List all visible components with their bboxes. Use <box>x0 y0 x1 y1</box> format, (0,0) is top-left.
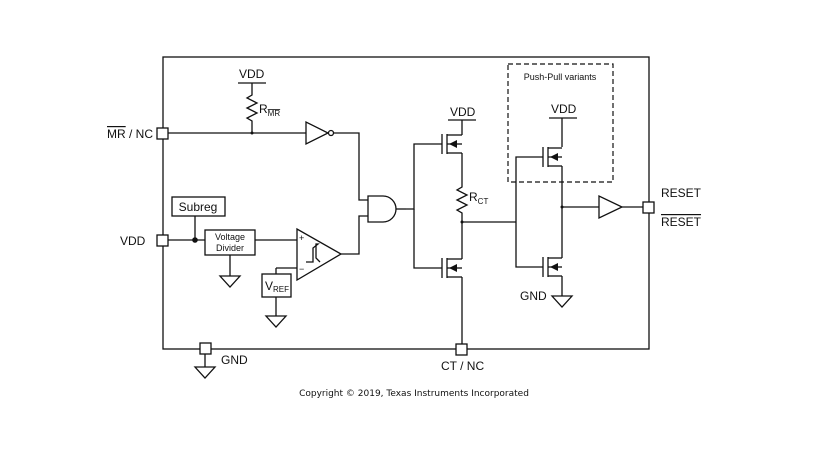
output-nmos-gate-wire <box>515 222 543 268</box>
pushpull-region: Push-Pull variants <box>507 63 614 183</box>
reset-pin: RESET RESET <box>642 186 702 229</box>
ct-pin-label: CT / NC <box>441 359 484 373</box>
rct-label: RCT <box>469 190 488 206</box>
resistor-rct: RCT <box>455 184 488 236</box>
inverter-to-and-wire <box>334 132 368 201</box>
mr-label-suffix: / NC <box>126 127 154 141</box>
mr-label-bar: MR <box>107 127 126 141</box>
vref-block: VREF <box>261 273 292 298</box>
ct-pin: CT / NC <box>441 343 484 373</box>
vdd-top-rail: VDD <box>238 67 266 92</box>
gnd-pin-ground-icon <box>193 366 217 379</box>
vdd-pin-label: VDD <box>120 234 146 248</box>
and-to-nmos-gate-wire <box>413 209 442 269</box>
divider-label-line2: Divider <box>216 243 244 253</box>
vdd-pin: VDD <box>120 234 169 248</box>
mr-pin: MR / NC <box>107 127 169 141</box>
output-pmos-transistor <box>542 147 562 167</box>
pushpull-label: Push-Pull variants <box>524 72 597 82</box>
voltage-divider-block: Voltage Divider <box>204 229 256 256</box>
pmos-transistor <box>441 134 462 154</box>
subreg-label: Subreg <box>179 200 218 214</box>
rmr-label: RMR <box>259 102 280 118</box>
output-nmos-transistor <box>542 257 562 277</box>
hysteresis-icon <box>306 243 321 263</box>
device-outline <box>162 56 650 350</box>
gnd-pin-label: GND <box>221 353 248 367</box>
reset-bar-label: RESET <box>661 215 702 229</box>
inverter-mr <box>305 120 335 146</box>
subreg-block: Subreg <box>171 196 226 217</box>
output-pmos-gate-wire <box>515 156 543 222</box>
nmos-transistor <box>441 258 462 278</box>
vdd-top-label: VDD <box>239 67 265 81</box>
divider-label-line1: Voltage <box>215 232 245 242</box>
copyright-text: Copyright © 2019, Texas Instruments Inco… <box>299 389 529 399</box>
mr-pin-label: MR / NC <box>107 127 153 141</box>
reset-label: RESET <box>661 186 702 200</box>
comparator-plus-label: + <box>299 233 304 243</box>
comparator: + − <box>296 227 343 282</box>
and-to-pmos-gate-wire <box>406 143 442 210</box>
resistor-rmr: RMR <box>245 92 280 135</box>
vref-ground-icon <box>264 297 288 328</box>
vdd-pushpull-rail: VDD <box>549 102 577 147</box>
output-buffer <box>598 194 624 220</box>
vdd-pushpull-label: VDD <box>551 102 577 116</box>
divider-ground-icon <box>218 255 242 288</box>
vdd-fet-label: VDD <box>450 105 476 119</box>
vref-label: VREF <box>265 279 289 294</box>
comparator-minus-label: − <box>299 264 304 274</box>
gnd-pin: GND <box>193 342 248 379</box>
and-gate <box>367 195 397 223</box>
comparator-to-and-wire <box>341 215 368 255</box>
gnd-output-label: GND <box>520 289 547 303</box>
vdd-fet-rail: VDD <box>448 105 476 135</box>
output-ground-icon <box>550 295 574 308</box>
